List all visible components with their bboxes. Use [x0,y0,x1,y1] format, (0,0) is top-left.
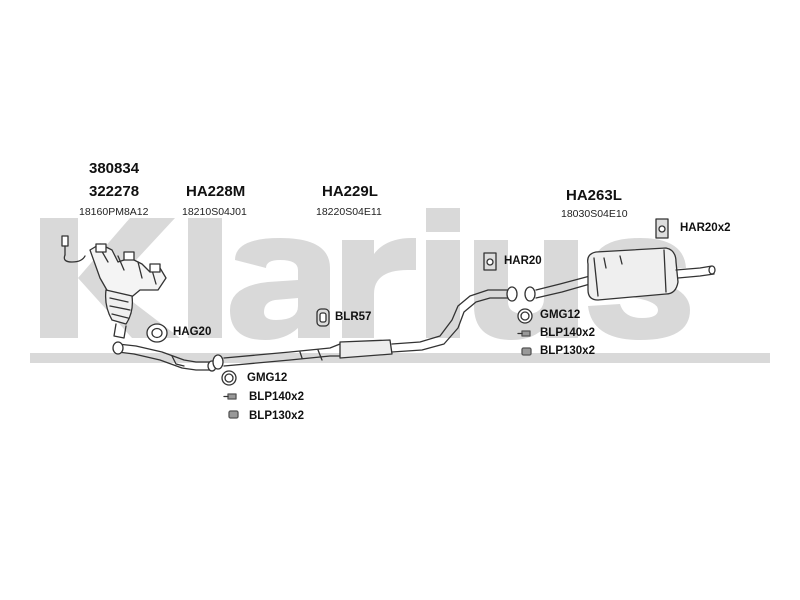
label-har20x2: HAR20x2 [680,222,731,234]
nut-blp130x2-upper-icon [521,347,532,356]
gasket-gmg12-upper-icon [517,308,533,324]
rubber-mount-blr57-icon [316,308,330,327]
front-pipe-icon [112,341,217,372]
label-blp130x2-lower: BLP130x2 [249,410,304,422]
label-blr57: BLR57 [335,311,372,323]
group-3-part-number: 18220S04E11 [316,206,382,218]
label-blp140x2-upper: BLP140x2 [540,327,595,339]
group-1-code-1: 380834 [89,160,140,177]
hanger-har20-icon [483,252,497,271]
pipe-joint-icon [506,286,536,302]
exhaust-manifold-icon [89,243,167,301]
group-2-code: HA228M [186,183,246,200]
gasket-gmg12-lower-icon [221,370,237,386]
label-gmg12-upper: GMG12 [540,309,581,321]
label-blp140x2-lower: BLP140x2 [249,391,304,403]
group-1-code-2: 322278 [89,183,140,200]
bolt-blp140x2-lower-icon [223,393,237,400]
group-3-code: HA229L [322,183,378,200]
group-4-part-number: 18030S04E10 [561,208,628,220]
label-blp130x2-upper: BLP130x2 [540,345,595,357]
group-2-part-number: 18210S04J01 [182,206,247,218]
catalytic-converter-icon [104,289,134,339]
lambda-sensor-icon [61,235,86,263]
label-gmg12-lower: GMG12 [247,372,288,384]
hanger-har20x2-icon [655,218,669,239]
bolt-blp140x2-upper-icon [517,330,531,337]
group-1-part-number: 18160PM8A12 [79,206,149,218]
intermediate-pipe-icon [223,289,511,367]
flange-gasket-icon [212,354,224,370]
label-hag20: HAG20 [173,326,212,338]
nut-blp130x2-lower-icon [228,410,239,419]
gasket-hag20-icon [146,323,168,343]
rear-silencer-icon [535,247,716,301]
group-4-code: HA263L [566,187,622,204]
label-har20: HAR20 [504,255,542,267]
